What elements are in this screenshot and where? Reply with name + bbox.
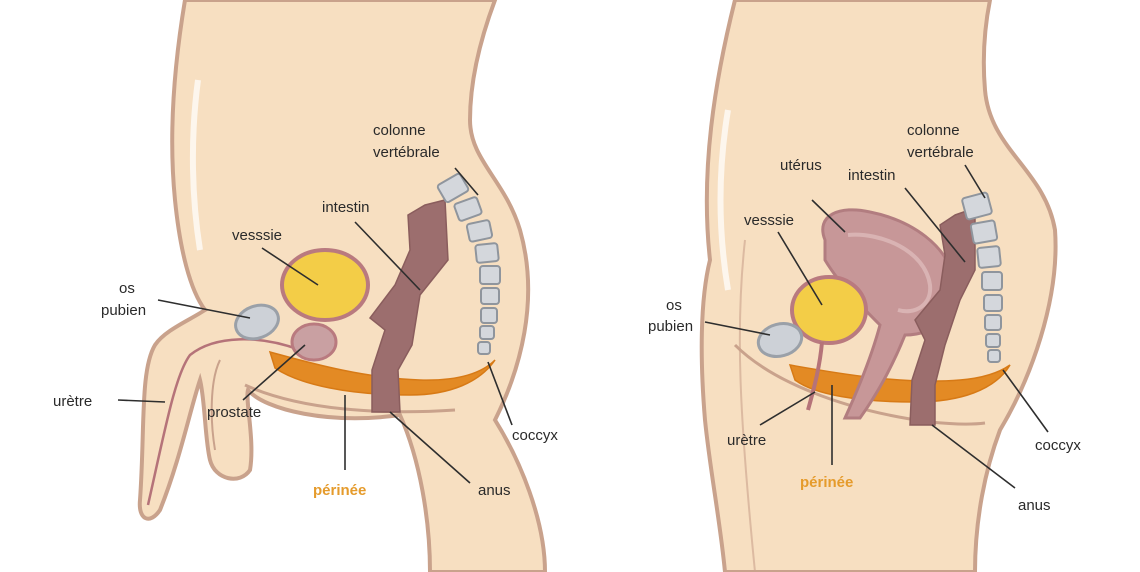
female-label-perinee: périnée <box>800 474 853 491</box>
male-label-pubien: pubien <box>101 302 146 319</box>
female-figure: colonne vertébrale utérus intestin vesss… <box>648 0 1081 572</box>
female-uterus-cavity <box>847 232 933 314</box>
female-body-highlight <box>717 109 731 291</box>
male-body-highlight <box>189 79 203 251</box>
male-label-uretre: urètre <box>53 393 92 410</box>
male-label-prostate: prostate <box>207 404 261 421</box>
female-label-colonne: colonne <box>907 122 960 139</box>
male-leader-uretre <box>117 399 166 403</box>
male-spine <box>436 172 501 355</box>
male-pelvic-floor-line <box>244 383 456 414</box>
female-label-intestin: intestin <box>848 167 896 184</box>
male-label-intestin: intestin <box>322 199 370 216</box>
male-leader-pubien <box>157 299 251 319</box>
male-leader-colonne <box>454 167 479 196</box>
female-urethra <box>806 341 824 411</box>
male-leader-anus <box>389 411 471 484</box>
male-label-colonne: colonne <box>373 122 426 139</box>
female-spine <box>961 191 1003 363</box>
male-prostate <box>290 322 338 362</box>
male-label-vessie: vesssie <box>232 227 282 244</box>
male-urethra-line <box>146 338 301 506</box>
male-pubic-bone <box>234 303 280 341</box>
female-pubic-bone <box>756 322 804 358</box>
female-label-coccyx: coccyx <box>1035 437 1081 454</box>
female-label-os: os <box>666 297 682 314</box>
female-leader-intestin <box>904 187 966 263</box>
female-leader-anus <box>931 424 1016 489</box>
female-label-vessie: vesssie <box>744 212 794 229</box>
female-label-uterus: utérus <box>780 157 822 174</box>
female-leader-colonne <box>964 164 986 199</box>
female-leader-uretre <box>759 391 816 426</box>
male-bladder <box>280 248 370 322</box>
female-label-pubien: pubien <box>648 318 693 335</box>
female-pelvic-floor-line <box>733 343 986 426</box>
male-leader-intestin <box>354 221 421 291</box>
female-label-vertebrale: vertébrale <box>907 144 974 161</box>
male-label-os: os <box>119 280 135 297</box>
male-label-vertebrale: vertébrale <box>373 144 440 161</box>
female-bladder <box>790 275 868 345</box>
male-leader-vessie <box>261 247 319 286</box>
male-figure: colonne vertébrale intestin vesssie os p… <box>53 0 558 572</box>
male-label-perinee: périnée <box>313 482 366 499</box>
male-leader-coccyx <box>487 361 513 426</box>
male-intestine <box>368 199 449 413</box>
female-leader-coccyx <box>1002 369 1049 433</box>
male-label-anus: anus <box>478 482 511 499</box>
male-perineum <box>268 350 496 396</box>
male-label-coccyx: coccyx <box>512 427 558 444</box>
female-intestine <box>909 206 976 426</box>
female-label-anus: anus <box>1018 497 1051 514</box>
female-leader-vessie <box>777 231 823 306</box>
female-leader-uterus <box>811 199 846 233</box>
female-thigh-line <box>738 239 756 572</box>
male-scrotum-line <box>210 359 221 451</box>
female-leader-pubien <box>704 321 771 336</box>
female-label-uretre: urètre <box>727 432 766 449</box>
male-leader-prostate <box>242 344 306 401</box>
